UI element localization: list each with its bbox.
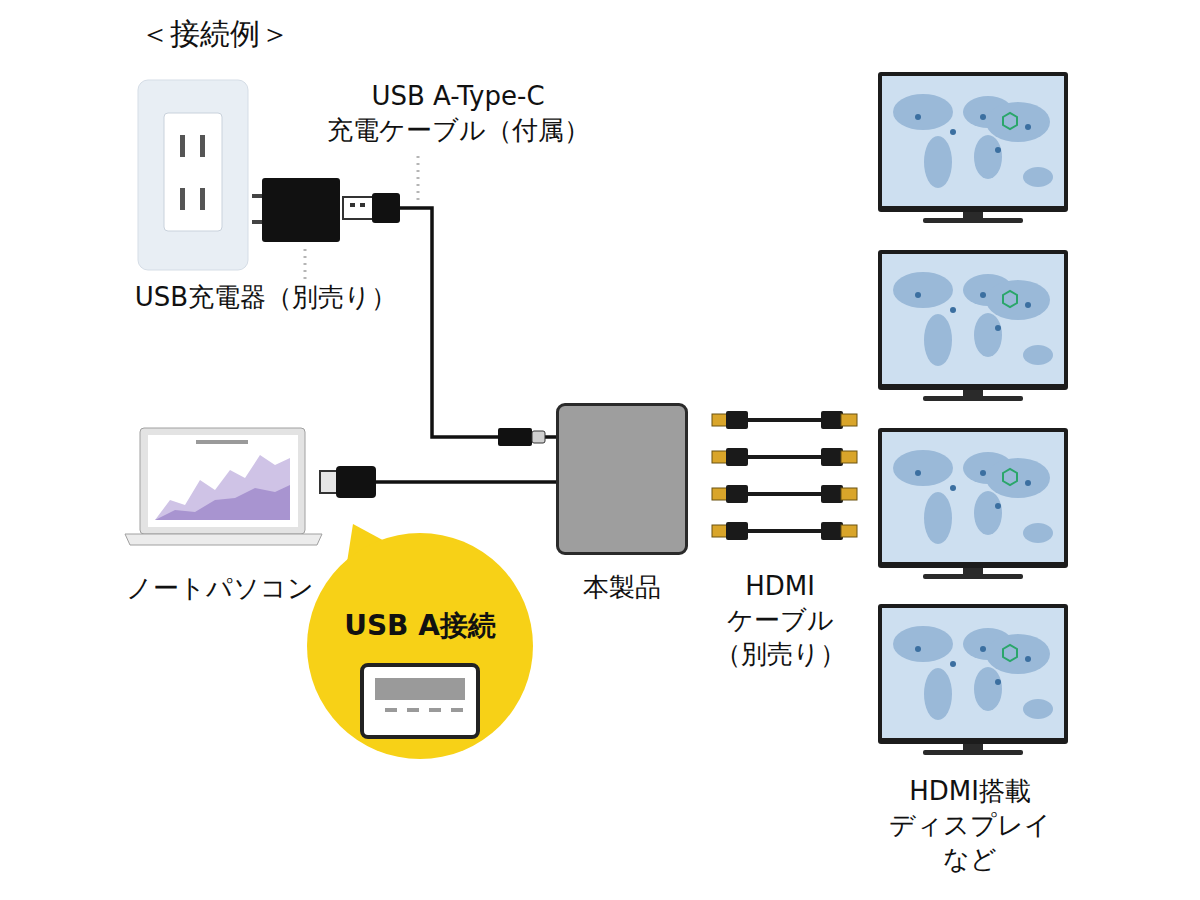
laptop: ノートパソコン xyxy=(120,420,320,606)
cable xyxy=(400,208,556,437)
cable-label: USB A-Type-C 充電ケーブル（付属） xyxy=(316,80,601,148)
node-label: USB充電器（別売り） xyxy=(135,281,397,315)
callout-circle xyxy=(307,533,533,759)
usb-port-pin xyxy=(385,708,397,712)
usb-port-icon xyxy=(362,665,478,737)
usb-port-pin xyxy=(407,708,419,712)
node-label: USB A接続 xyxy=(344,608,496,644)
callout-bubble: USB A接続 xyxy=(305,530,535,762)
callout-shape xyxy=(305,530,535,762)
node-label: 本製品 xyxy=(583,571,661,605)
title: ＜接続例＞ xyxy=(140,14,290,53)
charger-unit: USB充電器（別売り） xyxy=(132,75,400,315)
node-label: ノートパソコン xyxy=(126,572,314,606)
usb-port-pin xyxy=(451,708,463,712)
usb-port-pin xyxy=(429,708,441,712)
usb-port-tongue xyxy=(375,678,465,700)
cable-label: HDMI ケーブル （別売り） xyxy=(708,570,853,671)
product-body xyxy=(556,403,688,555)
display-label: HDMI搭載 ディスプレイ など xyxy=(880,775,1060,876)
product-box: 本製品 xyxy=(556,403,688,605)
